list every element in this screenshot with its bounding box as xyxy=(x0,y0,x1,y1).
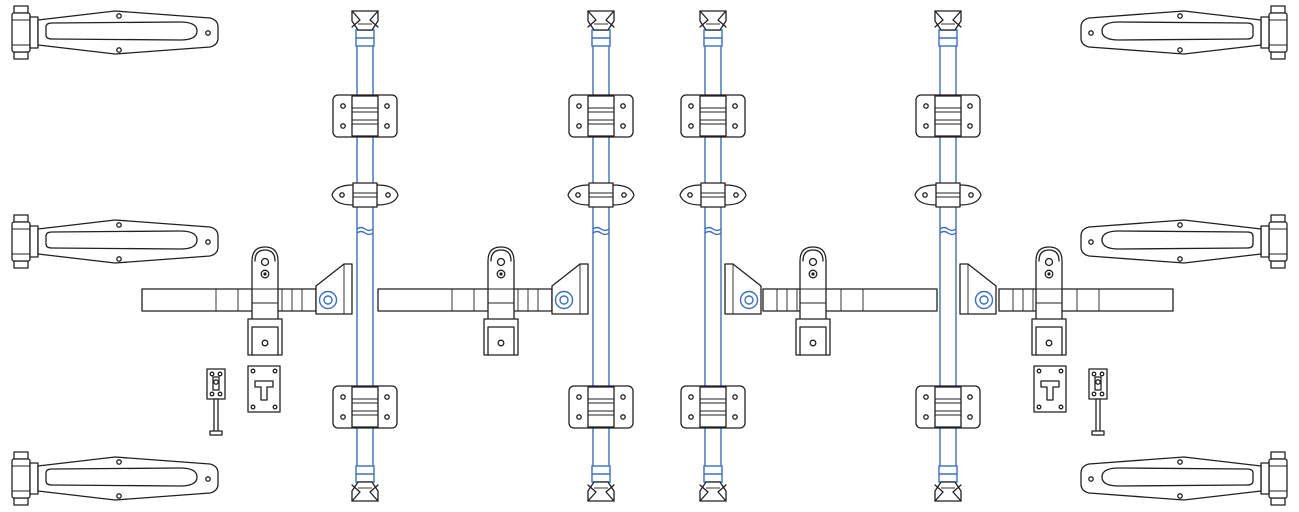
handle-lug-3 xyxy=(795,246,831,356)
handle-bar-2 xyxy=(377,288,553,312)
cam-lever-4 xyxy=(959,263,997,315)
hold-back-catch-left xyxy=(206,368,226,436)
hinge-right-top xyxy=(1080,5,1288,60)
cam-lever-1 xyxy=(315,263,353,315)
cam-lever-3 xyxy=(724,263,762,315)
handle-bar-3 xyxy=(762,288,938,312)
hold-back-keeper-right xyxy=(1033,365,1067,413)
handle-bar-1 xyxy=(141,288,317,312)
hinge-left-top xyxy=(11,5,219,60)
hinge-left-bottom xyxy=(11,451,219,506)
cam-lever-2 xyxy=(551,263,589,315)
hold-back-catch-right xyxy=(1088,368,1108,436)
hold-back-keeper-left xyxy=(247,365,281,413)
handle-lug-2 xyxy=(483,246,519,356)
lock-rod-1 xyxy=(332,11,398,501)
hinge-right-bottom xyxy=(1080,451,1288,506)
lock-rod-3 xyxy=(680,11,746,501)
lock-rod-4 xyxy=(915,11,981,501)
handle-lug-1 xyxy=(247,246,283,356)
hinge-left-middle xyxy=(11,214,219,269)
handle-lug-4 xyxy=(1031,246,1067,356)
hinge-right-middle xyxy=(1080,214,1288,269)
handle-bar-4 xyxy=(998,288,1174,312)
lock-rod-2 xyxy=(568,11,634,501)
